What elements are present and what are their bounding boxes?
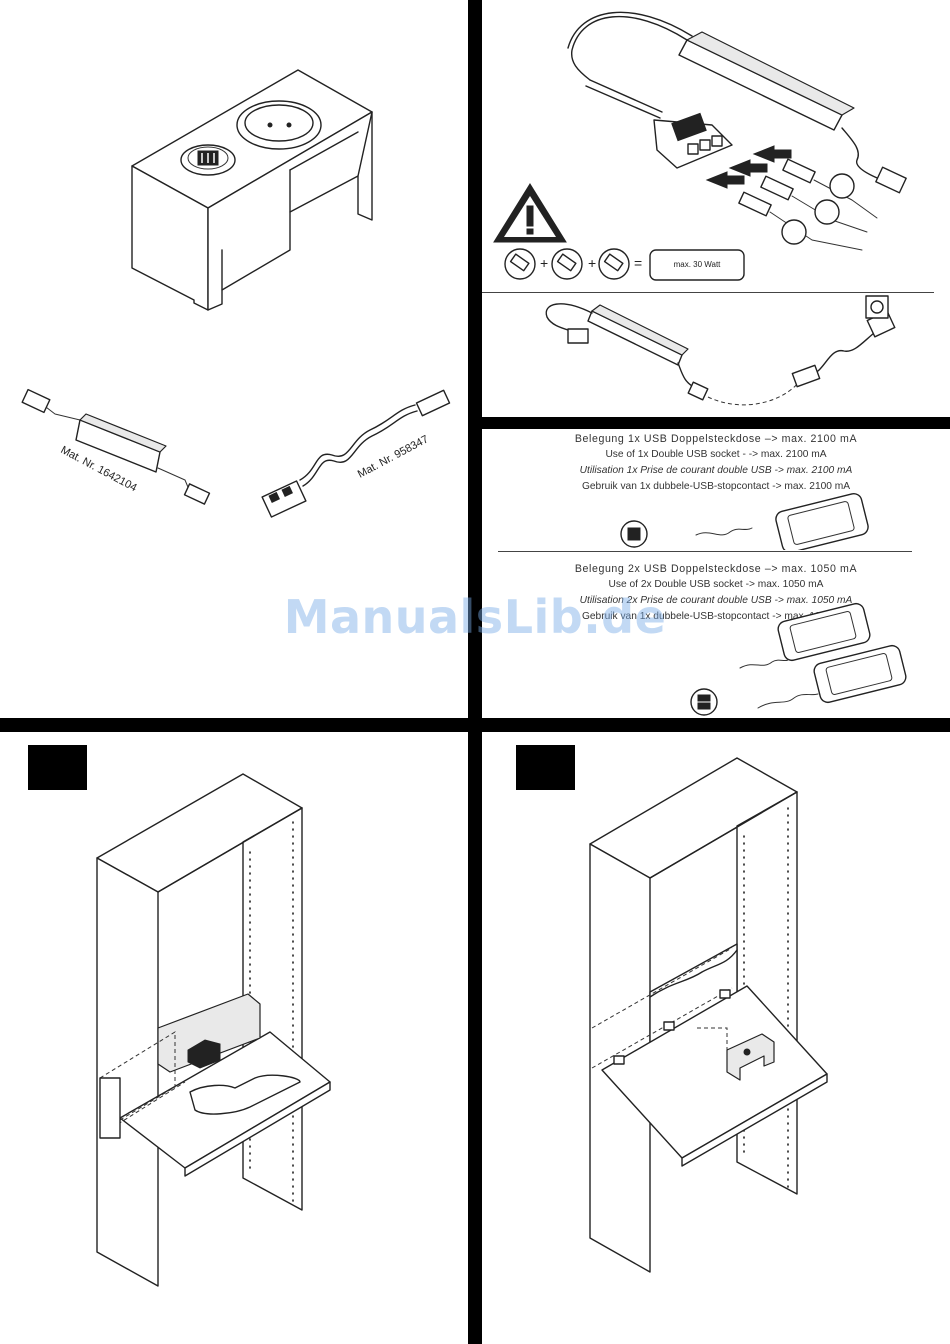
led-driver-part: Mat. Nr. 1642104 bbox=[21, 388, 211, 505]
divider-thin-top bbox=[482, 292, 934, 293]
wall-socket-icon bbox=[865, 295, 889, 319]
socket-unit-illustration: Mat. Nr. 1642104 Mat. Nr. 958347 bbox=[21, 69, 451, 518]
usb-double-icon bbox=[690, 688, 718, 716]
svg-text:=: = bbox=[634, 255, 642, 271]
usage-single: Belegung 1x USB Doppelsteckdose –> max. … bbox=[482, 431, 950, 495]
wiring-illustration: + + = max. 30 Watt bbox=[493, 11, 907, 281]
watermark: ManualsLib.de bbox=[283, 590, 667, 644]
led-plug-group bbox=[738, 158, 878, 251]
svg-text:+: + bbox=[540, 255, 548, 271]
usage-single-fr: Utilisation 1x Prise de courant double U… bbox=[579, 465, 853, 476]
driver-body bbox=[678, 39, 843, 131]
usage-double-illustration bbox=[680, 600, 920, 718]
usage-double: Belegung 2x USB Doppelsteckdose –> max. … bbox=[482, 561, 950, 625]
max-watt-label: max. 30 Watt bbox=[674, 260, 722, 269]
usage-double-fr: Utilisation 2x Prise de courant double U… bbox=[579, 595, 853, 606]
hand-icon bbox=[189, 1074, 301, 1115]
step-marker-left bbox=[28, 745, 87, 790]
cabinet-left-illustration bbox=[96, 773, 331, 1287]
panel-socket-unit: Mat. Nr. 1642104 Mat. Nr. 958347 bbox=[0, 0, 468, 718]
divider-right-mid bbox=[482, 417, 950, 429]
panel-wall-connection bbox=[482, 293, 950, 417]
smartphone-1-icon bbox=[777, 602, 871, 662]
connect-arrows bbox=[705, 145, 792, 189]
panel-step-right bbox=[482, 732, 950, 1344]
power-cable-part: Mat. Nr. 958347 bbox=[261, 389, 451, 518]
panel-step-left bbox=[0, 732, 468, 1344]
socket-unit-icon bbox=[187, 1039, 221, 1069]
small-box bbox=[567, 328, 589, 344]
panel-wiring: + + = max. 30 Watt bbox=[482, 0, 950, 292]
smartphone-2-icon bbox=[813, 644, 907, 704]
divider-thin-usage bbox=[498, 551, 912, 552]
step-marker-right bbox=[516, 745, 575, 790]
usage-single-illustration bbox=[600, 480, 900, 550]
cabinet-right-illustration bbox=[589, 757, 828, 1273]
smartphone-icon bbox=[775, 492, 869, 550]
usage-double-en: Use of 2x Double USB socket -> max. 1050… bbox=[608, 579, 824, 590]
end-plug bbox=[875, 166, 907, 194]
cabinet-left-side bbox=[96, 857, 159, 1287]
power-socket-ring bbox=[236, 100, 322, 150]
wall-connection-illustration bbox=[545, 295, 896, 406]
svg-text:+: + bbox=[588, 255, 596, 271]
warning-icon bbox=[493, 183, 567, 243]
max-watt-box bbox=[649, 249, 745, 281]
socket-bracket-icon bbox=[726, 1033, 775, 1081]
usage-double-de: Belegung 2x USB Doppelsteckdose –> max. … bbox=[574, 563, 858, 575]
usage-single-de: Belegung 1x USB Doppelsteckdose –> max. … bbox=[574, 433, 858, 445]
divider-vertical bbox=[468, 0, 482, 1344]
divider-horizontal bbox=[0, 718, 950, 732]
usage-single-en: Use of 1x Double USB socket - -> max. 21… bbox=[605, 449, 827, 460]
cable-mat-label: Mat. Nr. 958347 bbox=[356, 433, 431, 480]
usage-double-nl: Gebruik van 1x dubbele-USB-stopcontact -… bbox=[581, 611, 851, 622]
usage-single-nl: Gebruik van 1x dubbele-USB-stopcontact -… bbox=[581, 481, 851, 492]
power-formula: + + = max. 30 Watt bbox=[504, 248, 745, 281]
